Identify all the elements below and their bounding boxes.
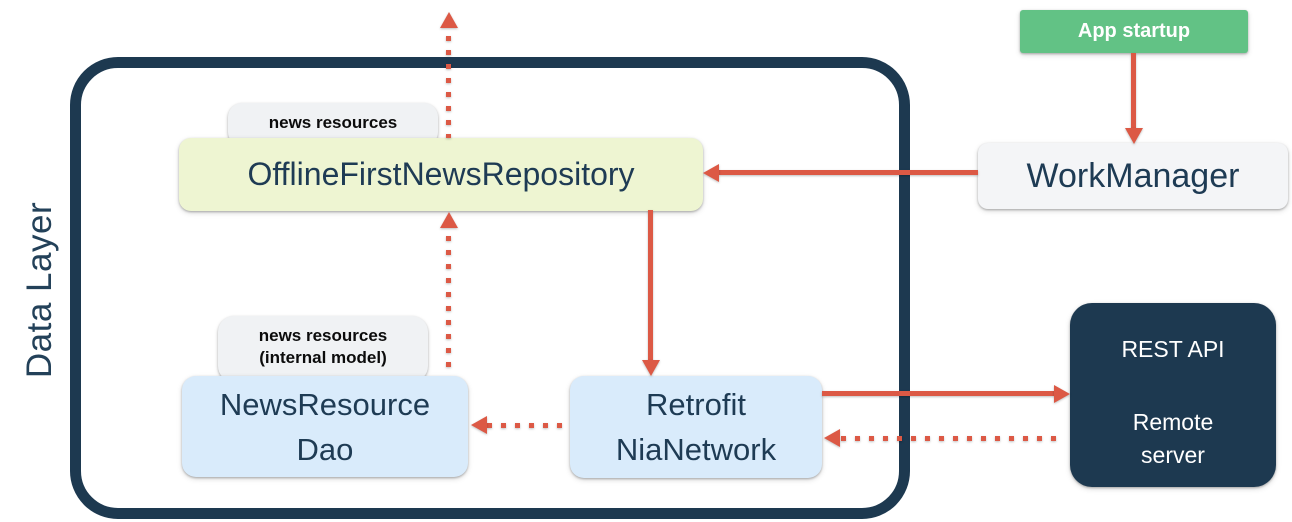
arrow-appstartup-to-workmanager-line [1131, 53, 1136, 130]
arrow-dao-to-repository-dotted-line [446, 236, 451, 372]
arrow-restapi-to-network-dotted-head [824, 429, 840, 447]
news-resources-tag-text: news resources [268, 113, 398, 132]
arrow-network-to-dao-dotted-line [487, 423, 571, 428]
app-startup-node: App startup [1020, 10, 1248, 53]
arrow-restapi-to-network-dotted-line [841, 436, 1062, 441]
arrow-repository-to-network-head [642, 360, 660, 376]
retrofit-nianetwork-node: Retrofit NiaNetwork [570, 376, 822, 478]
news-resource-dao-node: NewsResource Dao [182, 376, 468, 477]
dao-label-line2: Dao [296, 431, 354, 467]
internal-model-tag: news resources (internal model) [218, 316, 428, 382]
arrow-repository-upward-dotted-line [446, 36, 451, 138]
app-startup-label: App startup [1077, 20, 1191, 42]
arrow-network-to-dao-dotted-head [471, 416, 487, 434]
arrow-network-to-restapi-line [822, 391, 1055, 396]
repository-label: OfflineFirstNewsRepository [247, 156, 635, 192]
network-label-line1: Retrofit [646, 387, 746, 422]
workmanager-label: WorkManager [1026, 156, 1240, 195]
dao-label-line1: NewsResource [219, 386, 431, 422]
workmanager-node: WorkManager [978, 143, 1288, 209]
network-label-line2: NiaNetwork [615, 432, 777, 467]
internal-model-tag-line2: (internal model) [259, 348, 387, 367]
data-layer-container [70, 57, 910, 519]
offline-first-news-repository-node: OfflineFirstNewsRepository [179, 138, 703, 211]
rest-api-node: REST API Remote server [1070, 303, 1276, 487]
arrow-workmanager-to-repository-head [703, 164, 719, 182]
arrow-appstartup-to-workmanager-head [1125, 128, 1143, 144]
internal-model-tag-line1: news resources [258, 326, 388, 345]
data-layer-label: Data Layer [20, 201, 59, 379]
rest-api-subtitle: Remote server [1070, 406, 1276, 472]
arrow-network-to-restapi-head [1054, 385, 1070, 403]
arrow-workmanager-to-repository-line [719, 170, 978, 175]
rest-api-title: REST API [1121, 336, 1225, 362]
arrow-repository-upward-dotted-head [440, 12, 458, 28]
rest-api-subtitle-line1: Remote [1132, 409, 1214, 435]
rest-api-subtitle-line2: server [1141, 442, 1205, 468]
arrow-repository-to-network-line [648, 210, 653, 361]
arrow-dao-to-repository-dotted-head [440, 212, 458, 228]
